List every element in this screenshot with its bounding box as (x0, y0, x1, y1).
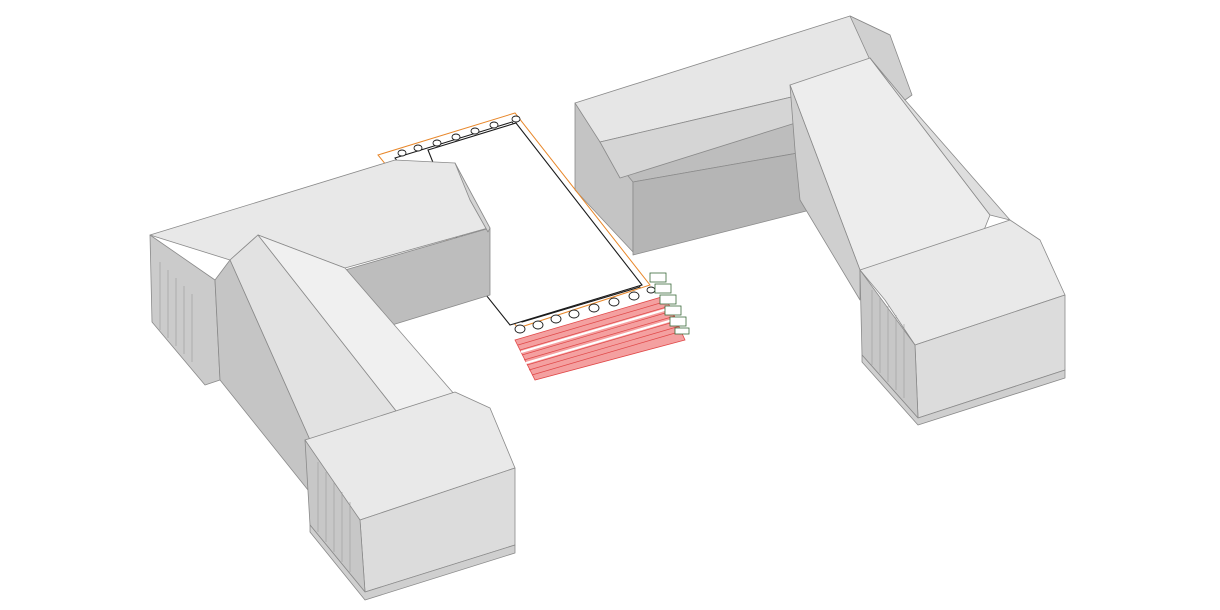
left-back-wing-wall (149, 234, 221, 386)
left-l-shaped-building (149, 159, 516, 601)
right-back-hip (849, 15, 913, 101)
right-pavilion-columns (871, 290, 905, 398)
left-back-columns (159, 262, 193, 362)
front-column-row (514, 286, 656, 334)
back-column-row (397, 115, 521, 157)
tiered-seating (514, 295, 686, 381)
left-pavilion-plinth (309, 524, 516, 601)
right-l-shaped-building (574, 15, 1066, 426)
left-back-wing-hip (454, 162, 491, 233)
stair-steps (649, 272, 690, 335)
right-pavilion-plinth (861, 354, 1066, 426)
left-pavilion-columns (317, 462, 351, 572)
right-front-wing-side-wall (789, 84, 861, 301)
